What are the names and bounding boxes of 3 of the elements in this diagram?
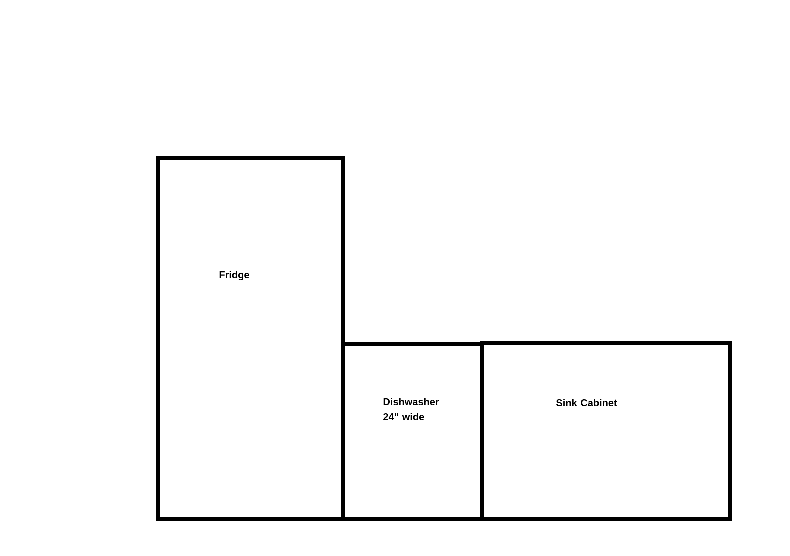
- cabinet-box: Sink Cabinet: [480, 341, 732, 521]
- cabinet-box: Fridge: [156, 156, 345, 521]
- cabinet-box: Dishwasher 24" wide: [341, 342, 484, 521]
